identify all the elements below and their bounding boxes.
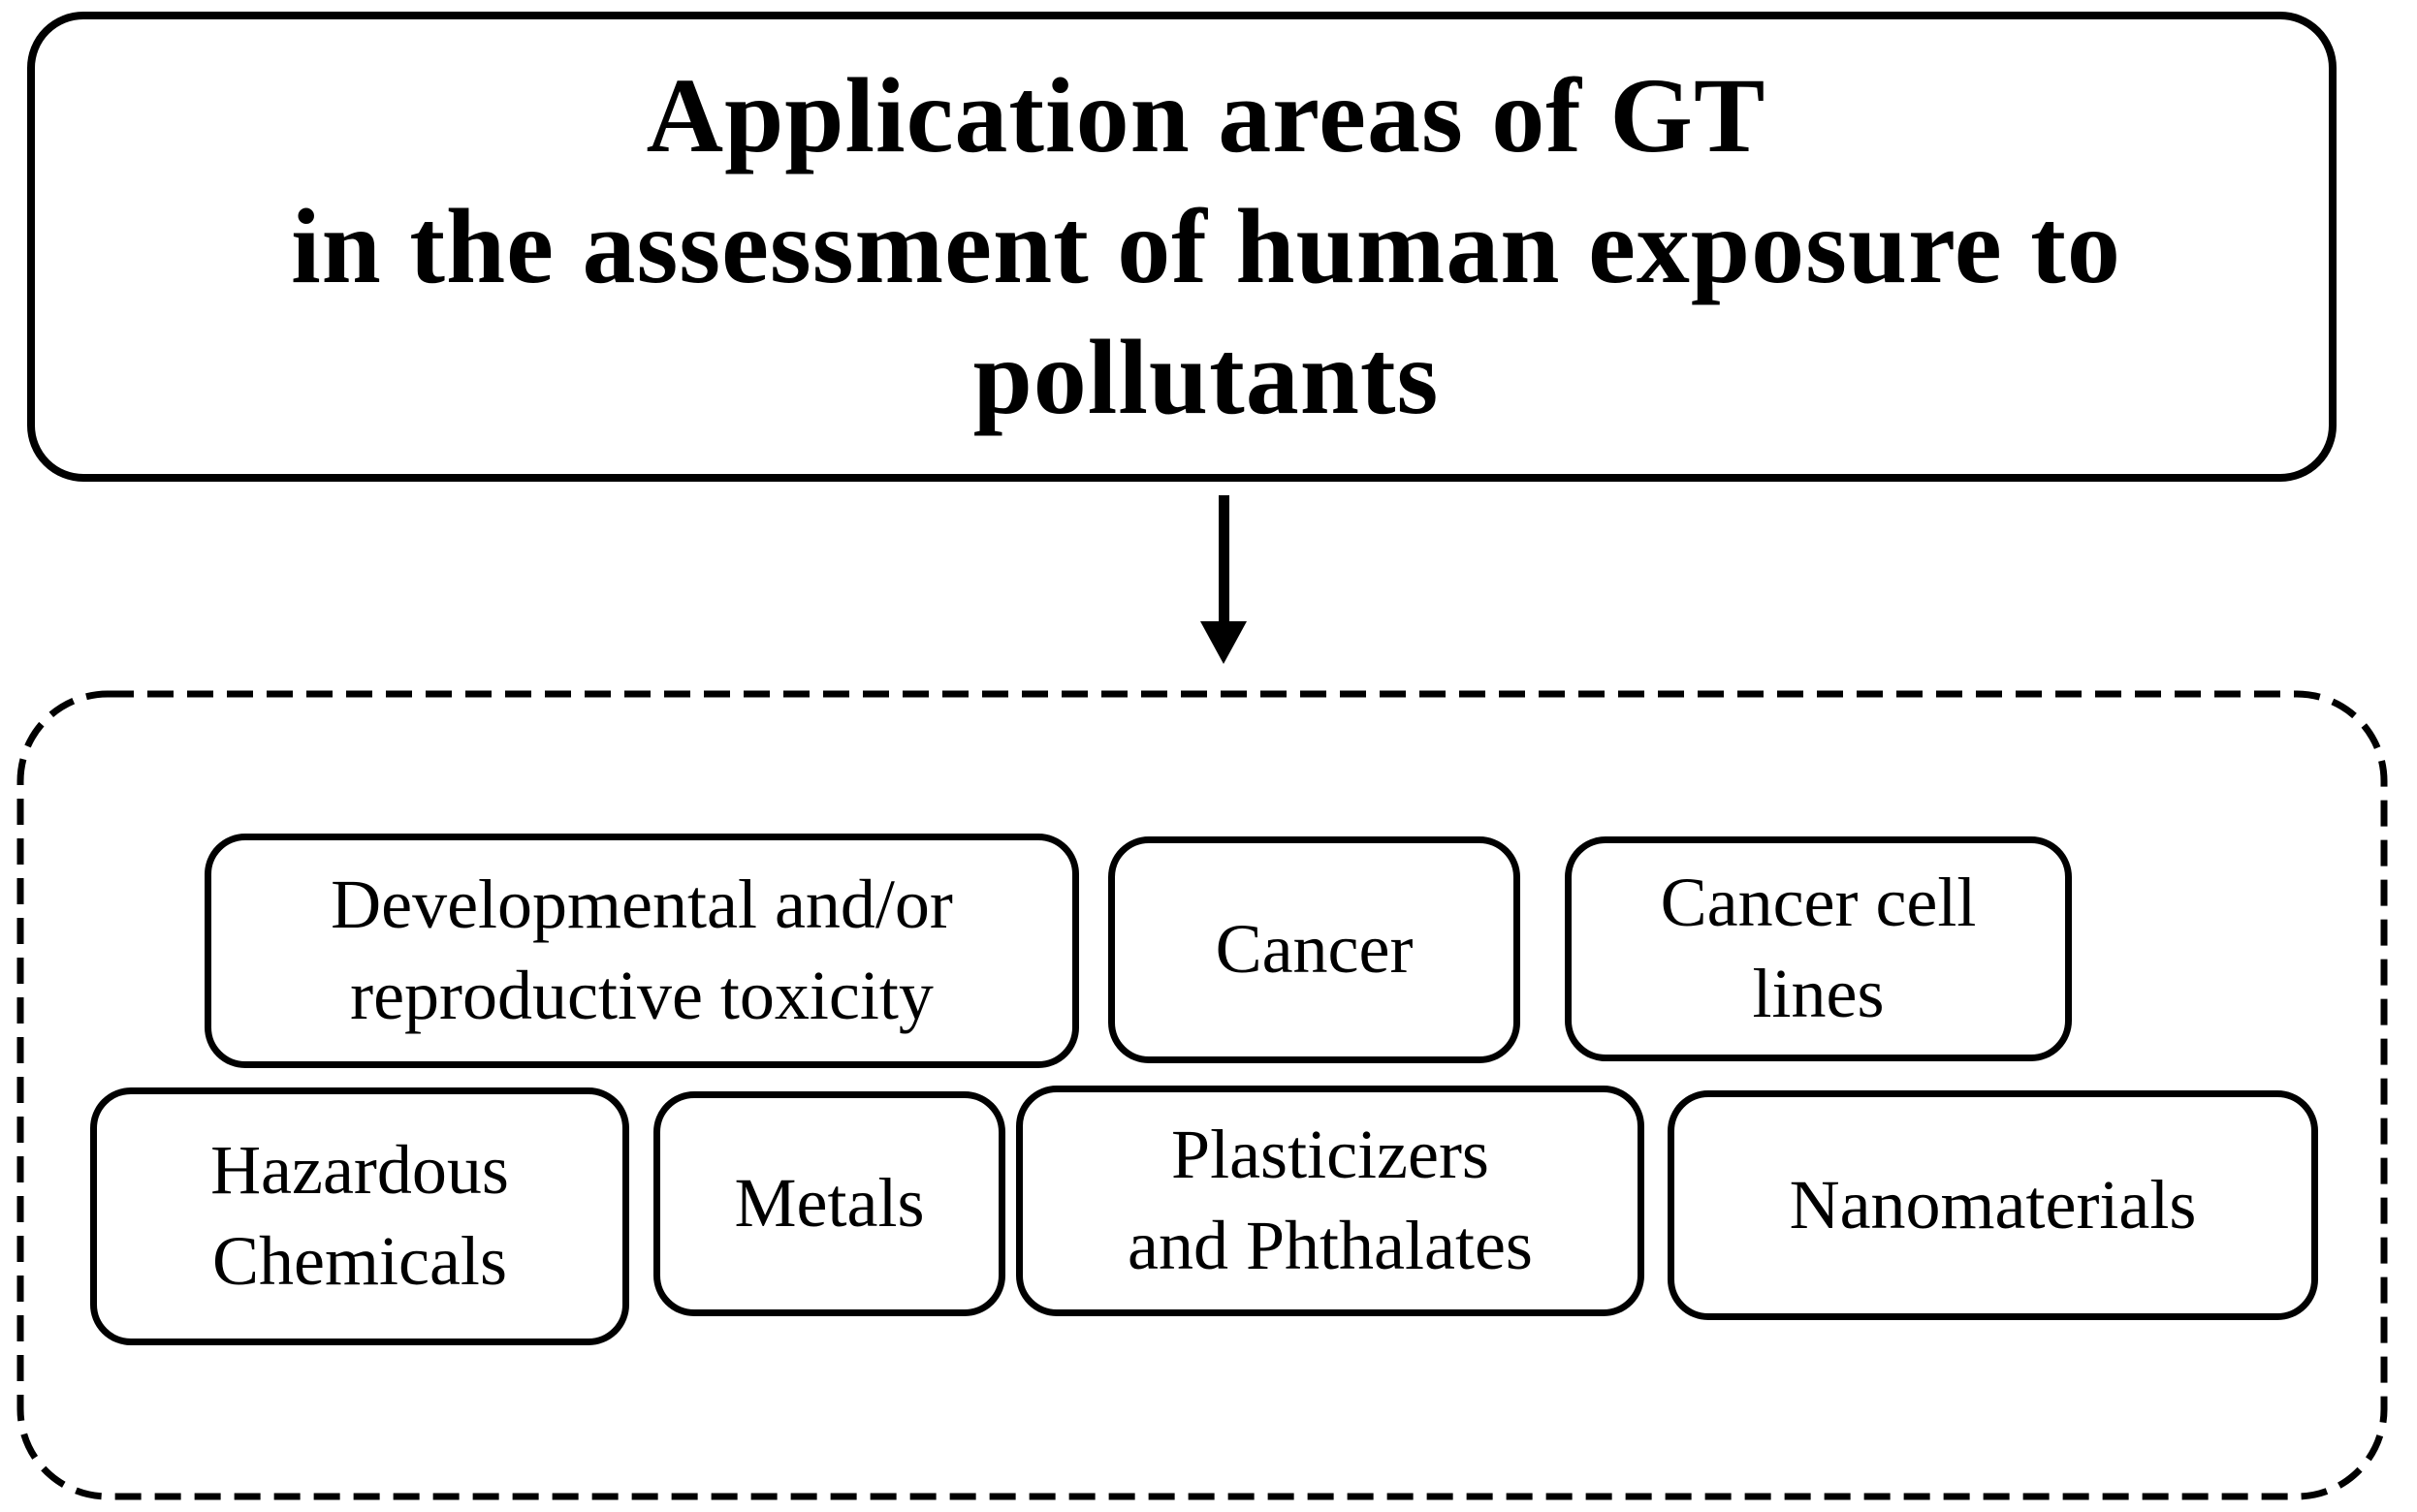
- node-label: Metals: [734, 1164, 925, 1243]
- node-cancer-cell-lines: Cancer cell lines: [1565, 836, 2072, 1061]
- node-nanomaterials: Nanomaterials: [1668, 1090, 2318, 1320]
- arrow-shaft: [1219, 495, 1229, 623]
- arrow-head: [1200, 621, 1247, 664]
- dashed-border: [16, 690, 2388, 1500]
- down-arrow-icon: [1200, 495, 1247, 664]
- title-box: Application areas of GT in the assessmen…: [27, 12, 2337, 482]
- title-line-1: Application areas of GT: [646, 55, 1766, 174]
- application-areas-container: [16, 690, 2388, 1500]
- node-label: Cancer cell lines: [1660, 864, 1977, 1032]
- node-metals: Metals: [653, 1091, 1005, 1316]
- node-hazardous-chemicals: Hazardous Chemicals: [90, 1087, 629, 1345]
- node-plasticizers-and-phthalates: Plasticizers and Phthalates: [1016, 1086, 1644, 1316]
- node-label: Developmental and/or reproductive toxici…: [331, 866, 953, 1034]
- title-line-3: pollutants: [972, 318, 1440, 437]
- node-label: Cancer: [1215, 910, 1414, 989]
- node-label: Plasticizers and Phthalates: [1128, 1116, 1533, 1284]
- node-label: Hazardous Chemicals: [210, 1131, 509, 1300]
- node-cancer: Cancer: [1108, 836, 1520, 1063]
- title-line-2: in the assessment of human exposure to: [291, 186, 2121, 305]
- node-label: Nanomaterials: [1789, 1165, 2197, 1244]
- node-developmental-reproductive-toxicity: Developmental and/or reproductive toxici…: [205, 834, 1079, 1068]
